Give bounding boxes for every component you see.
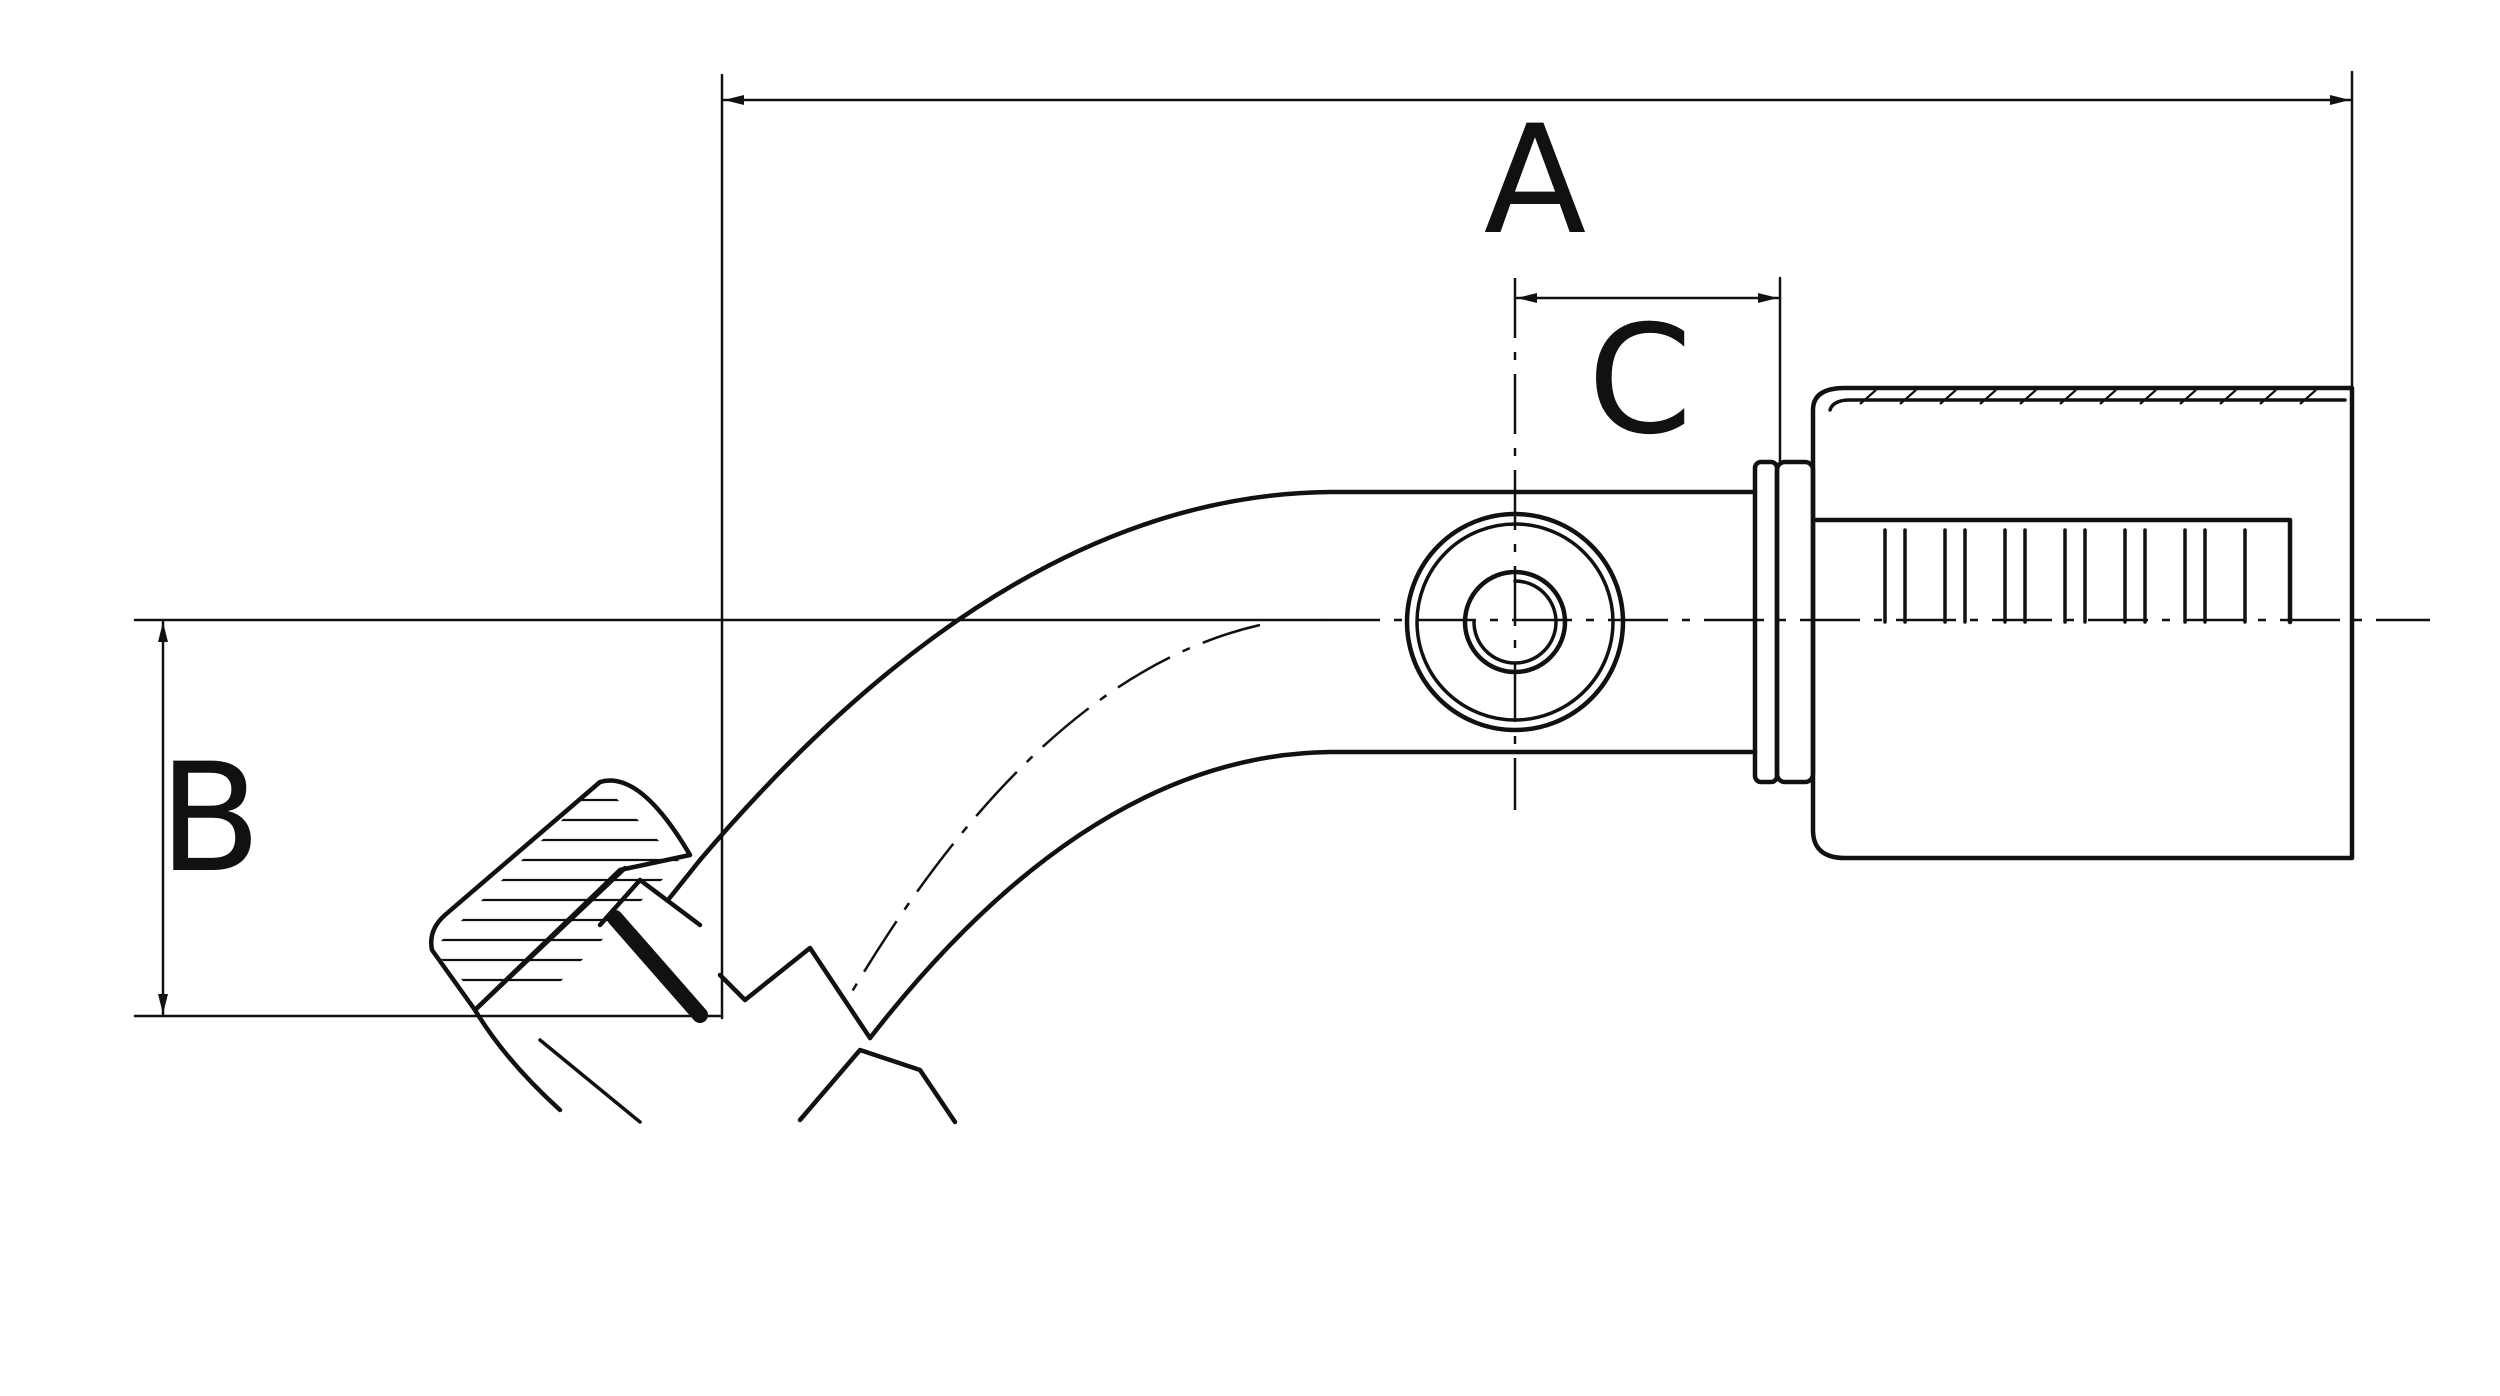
boss-bore-inner (1472, 579, 1558, 665)
boss-bore-outer (1462, 569, 1568, 675)
swivel-nut (429, 778, 693, 1124)
boss-mid-ring (1415, 522, 1615, 722)
nut-lower-body (472, 1007, 563, 1113)
seal-retainer (597, 877, 703, 928)
tube-outer-wall (697, 489, 1758, 863)
tube-inner-wall (867, 749, 1758, 1041)
boss-outer-ring (1404, 511, 1626, 733)
seal-body (607, 910, 708, 1023)
dimension-b: B (133, 618, 1322, 1018)
dimension-a: A (720, 70, 2354, 1020)
ferrule-hatch (1859, 389, 2317, 405)
dim-c-label: C (1588, 294, 1693, 468)
insert-barbs (1883, 528, 2247, 624)
dim-b-label: B (159, 732, 262, 906)
nut-bore-edge (538, 1038, 642, 1124)
nut-hatched-section (429, 778, 693, 1013)
center-lines (848, 618, 2430, 996)
dimension-c: C (1513, 276, 1782, 810)
ferrule-lip (1828, 398, 2347, 412)
dim-a-label: A (1484, 94, 1587, 268)
hose-insert (1810, 517, 2293, 625)
collar-ring-right (1774, 459, 1816, 785)
seal (597, 877, 708, 1023)
ferrule (1810, 385, 2355, 861)
ferrule-outline (1810, 385, 2355, 861)
nipple-step (717, 945, 873, 1041)
collar (1752, 459, 1816, 785)
nipple-lower-face (797, 1047, 958, 1125)
insert-outline (1810, 517, 2293, 625)
bend-centerline (848, 623, 1261, 996)
nut-inner-face (472, 865, 628, 1013)
nipple (665, 857, 958, 1125)
nipple-upper-edge (665, 857, 703, 903)
port-boss (1404, 511, 1626, 733)
bent-tube (697, 489, 1758, 1041)
collar-ring-left (1752, 459, 1780, 785)
